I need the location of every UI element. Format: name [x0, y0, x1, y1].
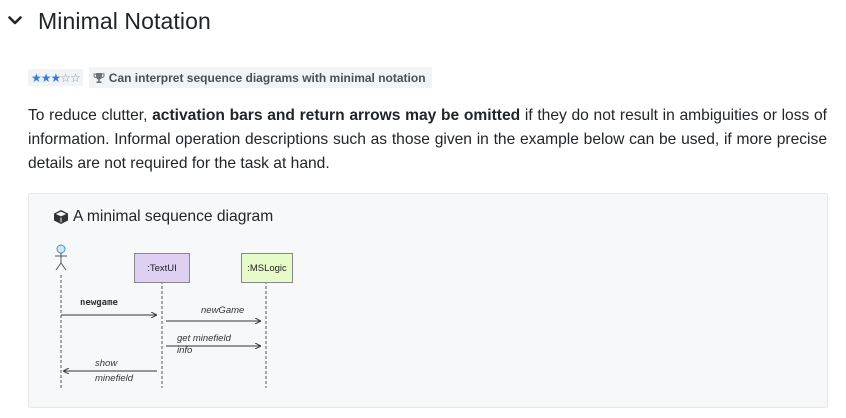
para-bold: activation bars and return arrows may be…: [152, 107, 521, 124]
badge-row: ★★★☆☆ Can interpret sequence diagrams wi…: [28, 67, 432, 88]
trophy-icon: [93, 72, 105, 84]
intro-paragraph: To reduce clutter, activation bars and r…: [28, 104, 827, 176]
example-card: A minimal sequence diagram: [28, 193, 828, 408]
actor-icon: [55, 244, 67, 271]
stars-filled: ★★★: [31, 70, 61, 85]
cube-icon: [53, 209, 69, 225]
learning-outcome-badge: Can interpret sequence diagrams with min…: [88, 67, 432, 88]
outcome-text: Can interpret sequence diagrams with min…: [108, 70, 426, 85]
msg-label-show: show: [95, 358, 118, 369]
example-card-title: A minimal sequence diagram: [53, 208, 273, 226]
msg-label-get-minefield-1: get minefield: [177, 333, 231, 344]
difficulty-stars: ★★★☆☆: [28, 69, 83, 86]
sequence-diagram: :TextUI :MSLogic newgame newGame get min…: [49, 242, 309, 392]
stars-empty: ☆☆: [60, 70, 80, 85]
participant-mslogic: :MSLogic: [241, 253, 293, 283]
para-part2: if they do not result in ambiguities or …: [28, 107, 827, 172]
para-part1: To reduce clutter,: [28, 107, 153, 124]
sequence-diagram-lines: [55, 244, 267, 388]
msg-label-newgame: newgame: [80, 298, 118, 308]
section-title: Minimal Notation: [38, 7, 211, 34]
chevron-down-icon[interactable]: [6, 12, 24, 30]
participant-textui: :TextUI: [134, 253, 190, 283]
msg-label-newGame: newGame: [201, 305, 245, 316]
msg-label-minefield: minefield: [95, 373, 134, 384]
example-card-title-text: A minimal sequence diagram: [73, 208, 274, 225]
section-header[interactable]: Minimal Notation: [6, 4, 211, 38]
msg-label-get-minefield-2: info: [177, 345, 193, 356]
